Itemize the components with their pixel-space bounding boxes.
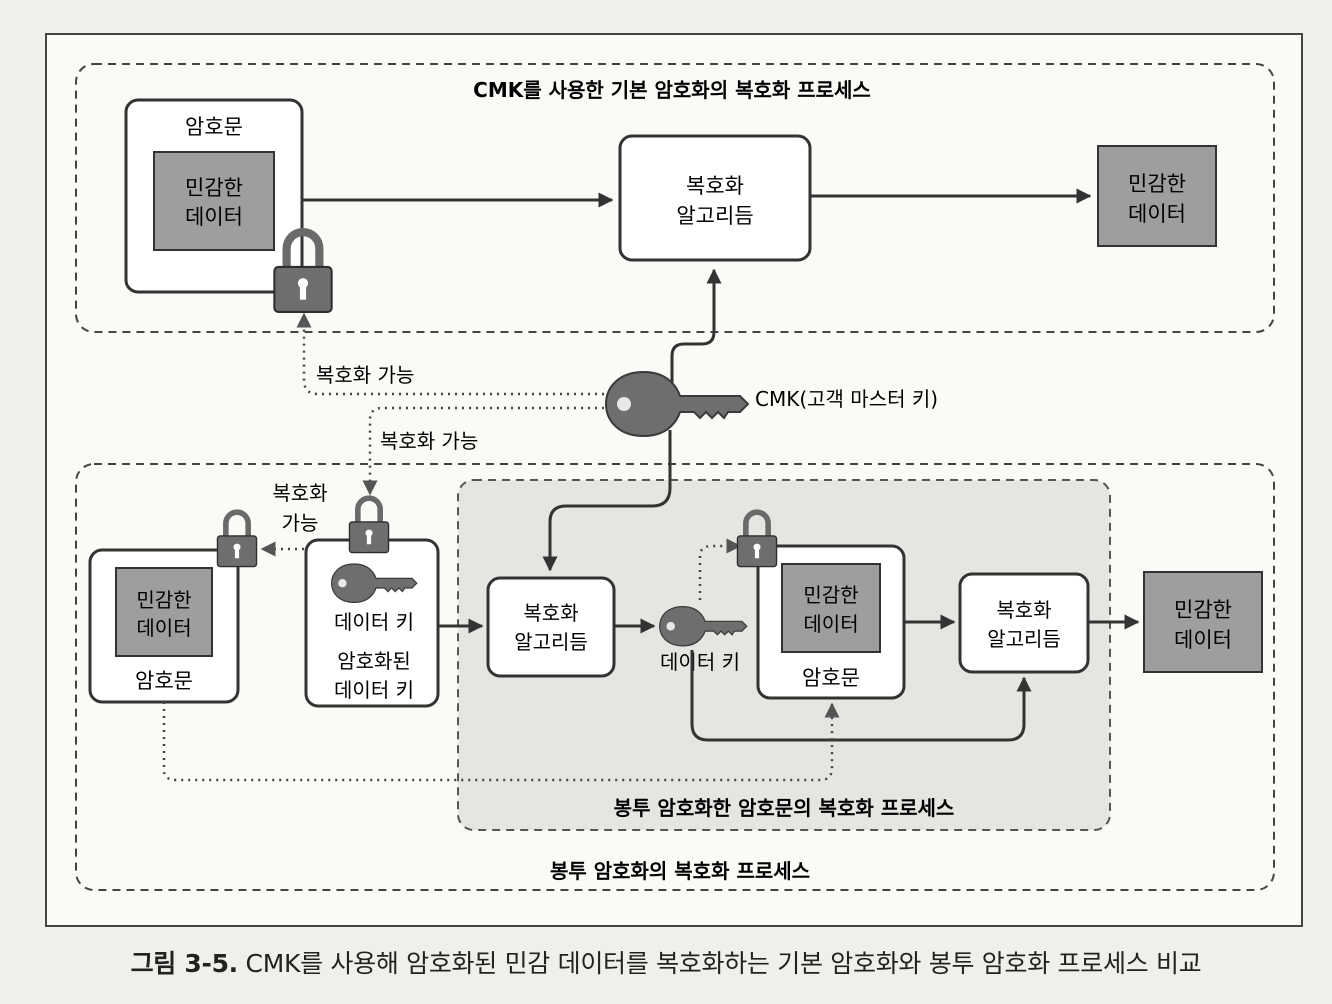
envelope-algorithm2-line2: 알고리듬 xyxy=(987,627,1061,651)
plain-data-key-label: 데이터 키 xyxy=(660,650,740,674)
envelope-decrypt-algorithm-box-2 xyxy=(958,572,1090,674)
top-output-sensitive-data-box xyxy=(1097,145,1217,247)
caption-text: CMK를 사용해 암호화된 민감 데이터를 복호화하는 기본 암호화와 봉투 암… xyxy=(245,949,1202,978)
decryptable-label-middle: 복호화 가능 xyxy=(380,429,478,453)
top-section-boundary xyxy=(75,63,1275,333)
inner-sensitive-data-line2: 데이터 xyxy=(803,612,858,636)
figure-caption: 그림 3-5. CMK를 사용해 암호화된 민감 데이터를 복호화하는 기본 암… xyxy=(0,944,1332,980)
top-decrypt-algorithm-line1: 복호화 xyxy=(686,174,744,198)
envelope-output-data-line2: 데이터 xyxy=(1174,628,1232,652)
caption-number: 그림 3-5. xyxy=(130,949,239,978)
envelope-sensitive-data-box xyxy=(115,567,213,657)
envelope-section-title: 봉투 암호화의 복호화 프로세스 xyxy=(550,859,810,883)
envelope-sensitive-data-line1: 민감한 xyxy=(136,588,191,612)
dotted-cmk-to-top-lock xyxy=(296,312,604,396)
envelope-algorithm1-line2: 알고리듬 xyxy=(514,630,588,654)
top-section-title: CMK를 사용한 기본 암호화의 복호화 프로세스 xyxy=(473,78,871,102)
top-output-sensitive-data-line1: 민감한 xyxy=(1128,172,1186,196)
arrow-cmk-to-top-algorithm xyxy=(670,268,722,390)
envelope-algorithm1-line1: 복호화 xyxy=(523,601,578,625)
inner-ciphertext-label: 암호문 xyxy=(802,666,860,690)
envelope-output-data-line1: 민감한 xyxy=(1174,598,1232,622)
top-output-sensitive-data-line2: 데이터 xyxy=(1128,202,1186,226)
encrypted-data-key-line2: 데이터 키 xyxy=(334,678,414,702)
envelope-decrypt-algorithm-box-1 xyxy=(486,576,616,678)
dotted-ciphertext-to-inner-ciphertext xyxy=(162,702,840,782)
envelope-section-boundary xyxy=(75,463,1275,891)
top-ciphertext-label: 암호문 xyxy=(185,115,243,139)
top-decrypt-algorithm-line2: 알고리듬 xyxy=(676,204,753,228)
inner-sensitive-data-line1: 민감한 xyxy=(803,583,858,607)
inner-section-title: 봉투 암호화한 암호문의 복호화 프로세스 xyxy=(614,796,955,820)
top-sensitive-data-line1: 민감한 xyxy=(185,176,243,200)
encrypted-box-data-key-label: 데이터 키 xyxy=(334,610,414,634)
dotted-cmk-to-data-key-lock xyxy=(362,406,604,496)
decryptable-stacked-line1: 복호화 xyxy=(272,481,327,505)
encrypted-data-key-line1: 암호화된 xyxy=(337,649,411,673)
top-sensitive-data-line2: 데이터 xyxy=(185,205,243,229)
arrow-data-key-to-algorithm-2 xyxy=(690,650,1032,742)
top-sensitive-data-box xyxy=(153,151,275,251)
arrow-cmk-to-envelope-algorithm xyxy=(542,430,672,572)
envelope-output-sensitive-data-box xyxy=(1143,571,1263,673)
inner-sensitive-data-box xyxy=(781,563,881,653)
decryptable-stacked-line2: 가능 xyxy=(282,511,319,535)
envelope-algorithm2-line1: 복호화 xyxy=(996,598,1051,622)
decryptable-label-top: 복호화 가능 xyxy=(316,363,414,387)
top-decrypt-algorithm-box xyxy=(618,134,812,262)
cmk-label: CMK(고객 마스터 키) xyxy=(755,387,938,411)
envelope-sensitive-data-line2: 데이터 xyxy=(136,616,191,640)
envelope-ciphertext-label: 암호문 xyxy=(135,669,193,693)
